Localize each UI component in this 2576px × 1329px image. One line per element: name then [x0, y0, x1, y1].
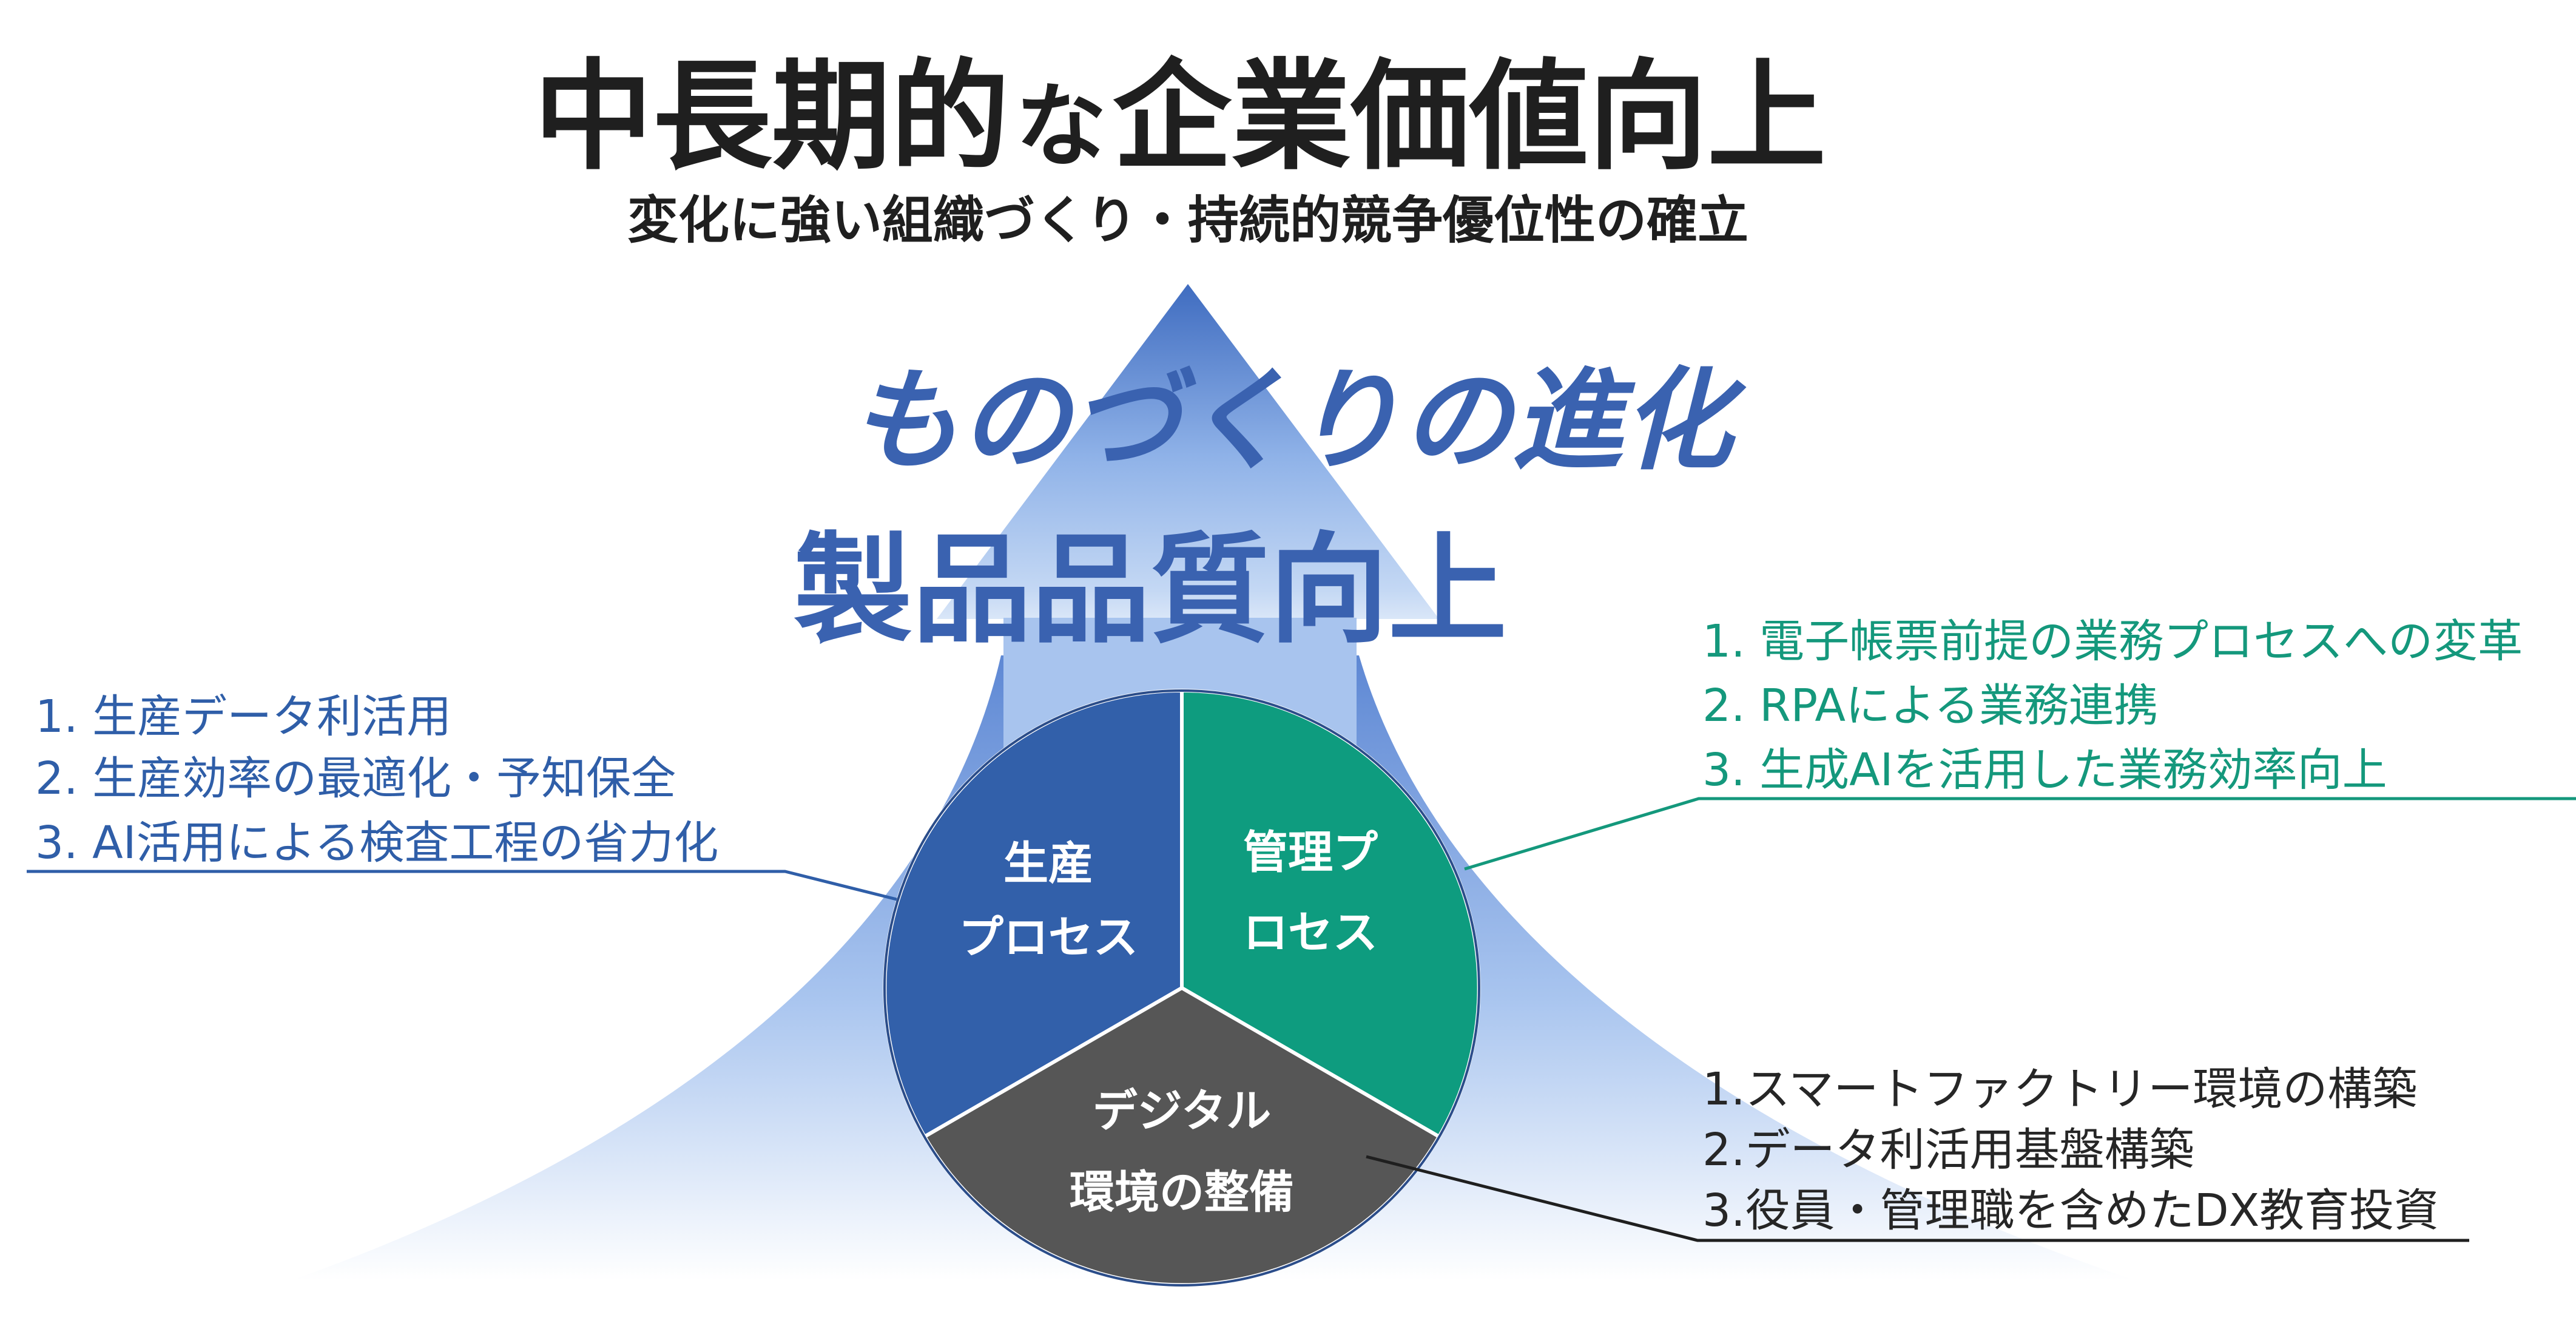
right-list-item: 3. 生成AIを活用した業務効率向上 [1702, 744, 2387, 796]
left-list-item: 3. AI活用による検査工程の省力化 [35, 817, 718, 869]
bottom-list-item: 1.スマートファクトリー環境の構築 [1702, 1063, 2417, 1115]
right-list-item: 1. 電子帳票前提の業務プロセスへの変革 [1702, 615, 2523, 668]
right-list-item: 2. RPAによる業務連携 [1702, 680, 2159, 732]
arrow-head [937, 284, 1439, 668]
bottom-list-item: 2.データ利活用基盤構築 [1702, 1124, 2194, 1176]
management-label-line2: ロセス [1243, 907, 1378, 959]
right-connector-line [1464, 797, 2576, 871]
left-list-item: 2. 生産効率の最適化・予知保全 [35, 752, 676, 805]
bottom-list-item: 3.役員・管理職を含めたDX教育投資 [1702, 1185, 2439, 1237]
bottom-list: 1.スマートファクトリー環境の構築 2.データ利活用基盤構築 3.役員・管理職を… [1366, 1063, 2469, 1242]
left-connector-line [27, 870, 897, 901]
right-list: 1. 電子帳票前提の業務プロセスへの変革 2. RPAによる業務連携 3. 生成… [1464, 615, 2576, 871]
process-circle [883, 688, 1481, 1287]
production-label-line2: プロセス [959, 911, 1138, 964]
circle-outline [883, 689, 1480, 1287]
bottom-connector-line [1366, 1155, 2469, 1242]
quality-label: 製品品質向上 [794, 521, 1507, 660]
main-title: 中長期的な企業価値向上 [534, 48, 1826, 186]
production-label-line1: 生産 [1003, 837, 1093, 890]
left-list-item: 1. 生産データ利活用 [35, 691, 451, 743]
left-list: 1. 生産データ利活用 2. 生産効率の最適化・予知保全 3. AI活用による検… [27, 691, 897, 901]
management-label-line1: 管理プ [1243, 827, 1378, 879]
subtitle: 変化に強い組織づくり・持続的競争優位性の確立 [627, 191, 1748, 250]
evolution-label: ものづくりの進化 [849, 356, 1747, 485]
digital-label-line1: デジタル [1093, 1085, 1272, 1137]
digital-label-line2: 環境の整備 [1070, 1166, 1294, 1219]
